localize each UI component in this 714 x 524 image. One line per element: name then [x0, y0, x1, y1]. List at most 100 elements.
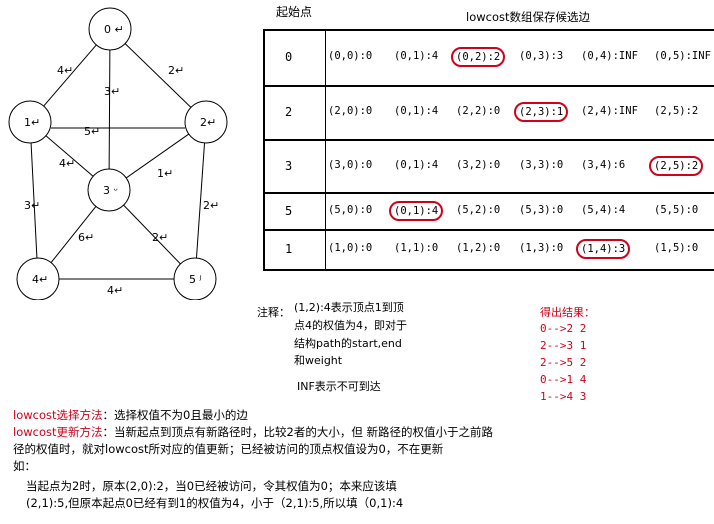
edge-0-2 [124, 43, 192, 108]
start-cell: 2 [265, 87, 326, 139]
edge-0-3 [108, 49, 111, 170]
graph-diagram: 4↵2↵3↵5↵4↵1↵3↵2↵6↵2↵4↵ 0 ↵1↵2↵3 ᵕ4↵5 ʲ [8, 7, 228, 300]
edge-weight-0-3: 3↵ [104, 85, 120, 98]
lowcost-table: 0(0,0):0(0,1):4(0,2):2(0,3):3(0,4):INF(0… [263, 29, 714, 271]
lowcost-entry: (1,3):0 [519, 242, 564, 254]
select-method-label: lowcost选择方法 [13, 408, 103, 422]
node-2-label: 2↵ [200, 116, 216, 129]
note-label: 注释： [257, 306, 290, 319]
result-line: 1-->4 3 [540, 390, 587, 403]
explain-line-3: 径的权值时，就对lowcost所对应的值更新；已经被访问的顶点权值设为0，不在更… [13, 442, 444, 456]
lowcost-cell: (1,0):0 (1,1):0 (1,2):0 (1,3):0 (1,4):3 (1,5)… [326, 231, 714, 269]
start-cell: 0 [265, 31, 326, 85]
selected-edge-entry: (2,3):1 [514, 102, 569, 122]
result-title: 得出结果： [540, 306, 595, 319]
start-value: 0 [285, 50, 293, 64]
edge-1-4 [30, 142, 38, 259]
lowcost-entry: (2,2):0 [456, 105, 501, 117]
explain-line-4: 如： [13, 459, 36, 473]
edge-3-5 [123, 204, 181, 265]
node-0-label: 0 ↵ [104, 23, 124, 36]
lowcost-entry: (3,0):0 [328, 158, 373, 171]
start-value: 1 [285, 242, 293, 256]
result-line: 0-->1 4 [540, 373, 587, 386]
lowcost-entry: (3,3):0 [519, 158, 564, 171]
lowcost-entry: (1,5):0 [654, 242, 699, 254]
select-method-text: ：选择权值不为0且最小的边 [102, 408, 248, 422]
edge-weight-0-1: 4↵ [57, 64, 73, 77]
edge-weight-3-4: 6↵ [78, 231, 94, 244]
start-point-header: 起始点 [276, 5, 313, 19]
start-cell: 1 [265, 231, 326, 269]
graph-nodes: 0 ↵ 1↵ 2↵ 3 ᵕ 4↵ 5 ʲ [8, 7, 228, 300]
edge-0-1 [43, 44, 97, 107]
node-4-circle [16, 257, 60, 300]
selected-edge-entry: (0,1):4 [389, 200, 444, 221]
node-1-label: 1↵ [24, 116, 40, 129]
edge-weight-1-4: 3↵ [24, 199, 40, 212]
explain-line-5: 当起点为2时，原本(2,0):2，当0已经被访问，令其权值为0；本来应该填 [26, 479, 397, 493]
result-line: 2-->3 1 [540, 339, 587, 352]
update-method-label: lowcost更新方法 [13, 425, 103, 439]
lowcost-entry: (3,4):6 [581, 158, 626, 171]
table-row: 1 (1,0):0 (1,1):0 (1,2):0 (1,3):0 (1,4):3 (1,5… [265, 231, 714, 271]
lowcost-cell: (2,0):0 (0,1):4 (2,2):0 (2,3):1 (2,4):INF (2,… [326, 87, 714, 139]
lowcost-cell: (5,0):0 (0,1):4 (5,2):0 (5,3):0 (5,4):4 (5,5)… [326, 194, 714, 229]
update-method-text: ：当新起点到顶点有新路径时，比较2者的大小，但 新路径的权值小于之前路 [102, 425, 493, 439]
lowcost-entry: (2,0):0 [328, 105, 373, 117]
table-row: 2(2,0):0(0,1):4(2,2):0(2,3):1(2,4):INF(2… [265, 87, 714, 141]
node-3-circle [87, 168, 131, 212]
edge-weight-1-2: 5↵ [84, 125, 100, 138]
node-1-circle [8, 100, 52, 144]
lowcost-entry: (0,1):4 [394, 158, 439, 171]
lowcost-entry: (5,5):0 [654, 203, 699, 216]
edge-weight-1-3: 4↵ [59, 157, 75, 170]
lowcost-entry: (0,1):4 [394, 105, 439, 117]
node-4-label: 4↵ [32, 273, 48, 286]
start-value: 5 [285, 203, 293, 218]
select-method-line: lowcost选择方法：选择权值不为0且最小的边 [13, 407, 248, 423]
result-line: 0-->2 2 [540, 322, 587, 335]
lowcost-header: lowcost数组保存候选边 [466, 10, 590, 24]
lowcost-entry: (5,4):4 [581, 203, 626, 216]
lowcost-entry: (0,5):INF [654, 50, 711, 62]
edge-2-5 [195, 142, 206, 259]
node-5-label: 5 ʲ [189, 273, 201, 286]
node-0-circle [88, 7, 132, 51]
note-line-2: 点4的权值为4，即对于 [294, 319, 407, 332]
lowcost-entry: (0,3):3 [519, 50, 564, 62]
table-row: 5 (5,0):0 (0,1):4 (5,2):0 (5,3):0 (5,4):4 (5,5… [265, 194, 714, 231]
inf-note: INF表示不可到达 [297, 380, 381, 393]
explain-line-6: (2,1):5,但原本起点0已经有到1的权值为4，小于（2,1):5,所以填（0… [26, 496, 404, 510]
edge-weight-3-5: 2↵ [152, 231, 168, 244]
lowcost-entry: (3,2):0 [456, 158, 501, 171]
node-5-circle [173, 257, 217, 300]
selected-edge-entry: (0,2):2 [451, 47, 506, 67]
edge-1-3 [45, 135, 94, 177]
edge-weight-4-5: 4↵ [107, 284, 123, 297]
lowcost-entry: (2,4):INF [581, 105, 638, 117]
lowcost-entry: (1,2):0 [456, 242, 501, 254]
selected-edge-entry: (1,4):3 [576, 239, 631, 259]
selected-edge-entry: (2,5):2 [649, 155, 704, 176]
start-value: 2 [285, 105, 293, 119]
lowcost-cell: (3,0):0 (0,1):4 (3,2):0 (3,3):0 (3,4):6 (2,5)… [326, 141, 714, 192]
start-cell: 5 [265, 194, 326, 229]
node-2-circle [184, 100, 228, 144]
table-row: 0(0,0):0(0,1):4(0,2):2(0,3):3(0,4):INF(0… [265, 31, 714, 87]
lowcost-entry: (2,5):2 [654, 105, 699, 117]
lowcost-entry: (1,0):0 [328, 242, 373, 254]
lowcost-entry: (1,1):0 [394, 242, 439, 254]
lowcost-entry: (0,0):0 [328, 50, 373, 62]
lowcost-entry: (0,1):4 [394, 50, 439, 62]
note-line-3: 结构path的start,end [294, 337, 402, 350]
lowcost-entry: (5,3):0 [519, 203, 564, 216]
start-value: 3 [285, 158, 293, 173]
note-line-4: 和weight [294, 354, 343, 367]
lowcost-entry: (5,0):0 [328, 203, 373, 216]
node-3-label: 3 ᵕ [103, 184, 118, 197]
graph-edges: 4↵2↵3↵5↵4↵1↵3↵2↵6↵2↵4↵ [24, 43, 219, 297]
edge-weight-2-3: 1↵ [157, 167, 173, 180]
start-cell: 3 [265, 141, 326, 192]
lowcost-entry: (5,2):0 [456, 203, 501, 216]
